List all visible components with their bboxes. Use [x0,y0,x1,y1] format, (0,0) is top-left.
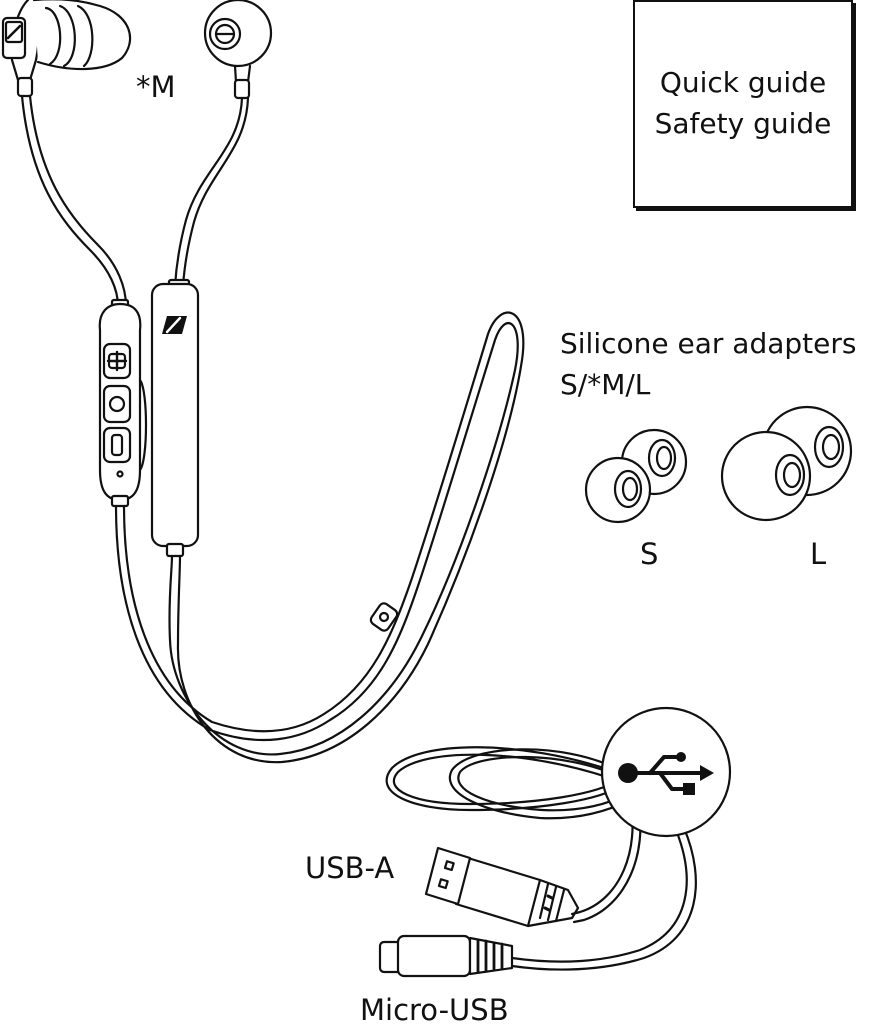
quick-guide-label: Quick guide [659,66,827,100]
earbud-cables [20,94,250,308]
battery-unit [150,278,200,558]
neck-cable [114,311,525,764]
ear-adapters-small [584,428,688,524]
usb-icon [618,752,714,795]
micro-usb-plug [378,934,514,978]
usb-cable [385,746,697,971]
ear-adapters-title: Silicone ear adapters [560,327,857,360]
medium-size-marker: *M [136,70,176,104]
usb-a-label: USB-A [305,851,395,885]
micro-usb-label: Micro-USB [360,993,509,1027]
usb-a-plug [424,846,580,928]
ear-adapters-sizes: S/*M/L [560,368,651,401]
ear-adapters-large [720,405,853,522]
size-large-label: L [810,537,827,571]
remote-control [98,298,148,508]
right-earbud [203,0,273,100]
usb-badge [600,706,732,838]
left-earbud [1,0,132,98]
safety-guide-label: Safety guide [654,107,832,140]
guide-booklet: Quick guide Safety guide [633,0,853,208]
size-small-label: S [640,537,659,571]
